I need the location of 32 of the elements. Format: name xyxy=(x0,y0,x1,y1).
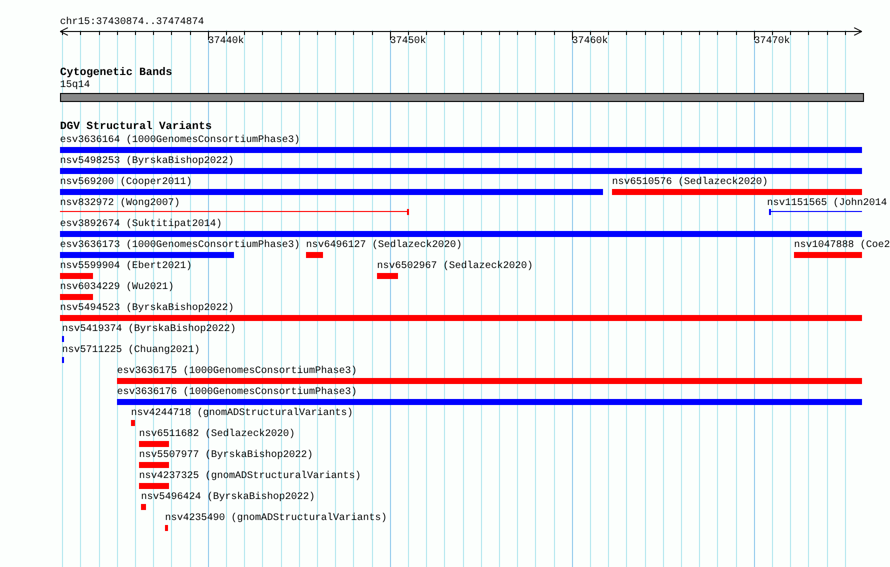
variant-label: nsv1047888 (Coe2 xyxy=(794,240,890,251)
variant-label: nsv5711225 (Chuang2021) xyxy=(62,345,200,356)
variant-label: nsv6034229 (Wu2021) xyxy=(60,282,174,293)
variant-label: nsv4237325 (gnomADStructuralVariants) xyxy=(139,471,362,482)
variant-label: nsv5496424 (ByrskaBishop2022) xyxy=(141,492,316,503)
band-label: 15q14 xyxy=(60,80,90,91)
variant-label: nsv4235490 (gnomADStructuralVariants) xyxy=(165,513,388,524)
track-title: Cytogenetic Bands xyxy=(60,68,172,79)
variant-label: nsv4244718 (gnomADStructuralVariants) xyxy=(131,408,354,419)
variant-label: esv3636175 (1000GenomesConsortiumPhase3) xyxy=(117,366,358,377)
variant-label: nsv1151565 (John2014 xyxy=(767,198,888,209)
variant-label: nsv5498253 (ByrskaBishop2022) xyxy=(60,156,234,167)
variant-label: nsv5494523 (ByrskaBishop2022) xyxy=(60,303,234,314)
variant-label: nsv6502967 (Sedlazeck2020) xyxy=(377,261,534,272)
variant-label: nsv5599904 (Ebert2021) xyxy=(60,261,192,272)
tick-label: 37460k xyxy=(572,36,608,47)
variant-label: nsv569200 (Cooper2011) xyxy=(60,177,192,188)
variant-label: esv3636173 (1000GenomesConsortiumPhase3) xyxy=(60,240,300,251)
variant-label: esv3636176 (1000GenomesConsortiumPhase3) xyxy=(117,387,358,398)
variant-label: esv3892674 (Suktitipat2014) xyxy=(60,219,222,230)
tick-label: 37470k xyxy=(754,36,790,47)
tick-label: 37440k xyxy=(208,36,244,47)
variant-label: nsv6496127 (Sedlazeck2020) xyxy=(306,240,462,251)
tick-label: 37450k xyxy=(390,36,426,47)
ruler-title: chr15:37430874..37474874 xyxy=(60,17,204,28)
variant-label: nsv6511682 (Sedlazeck2020) xyxy=(139,429,296,440)
variant-label: nsv5419374 (ByrskaBishop2022) xyxy=(62,324,236,335)
track-title: DGV Structural Variants xyxy=(60,122,212,133)
variant-label: nsv5507977 (ByrskaBishop2022) xyxy=(139,450,314,461)
variant-label: esv3636164 (1000GenomesConsortiumPhase3) xyxy=(60,135,300,146)
variant-label: nsv832972 (Wong2007) xyxy=(60,198,180,209)
variant-label: nsv6510576 (Sedlazeck2020) xyxy=(612,177,768,188)
